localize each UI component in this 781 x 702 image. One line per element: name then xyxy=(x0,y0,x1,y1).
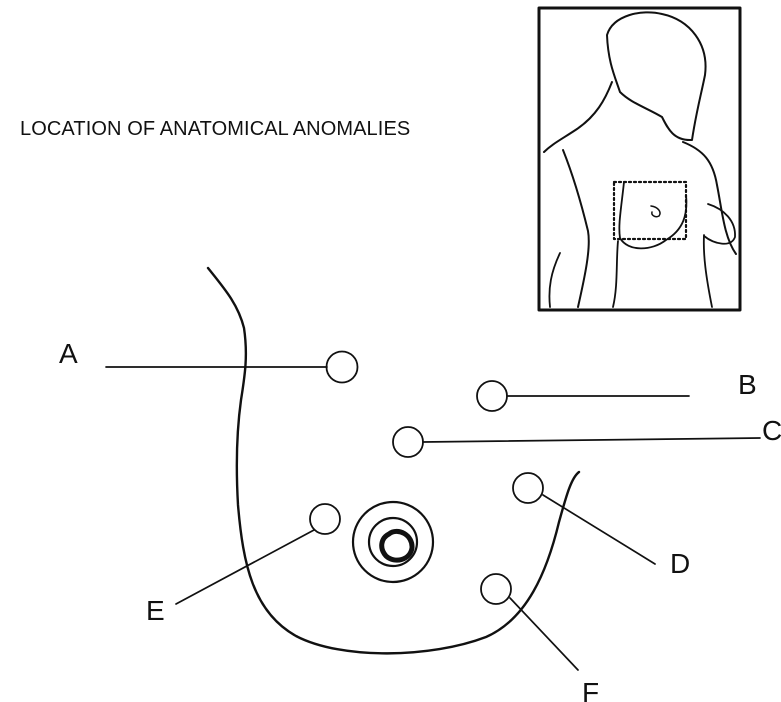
inset-nipple xyxy=(651,206,660,217)
label-c: C xyxy=(762,417,781,445)
label-f: F xyxy=(582,679,599,702)
main-breast-diagram xyxy=(106,268,760,670)
leader-line-e xyxy=(176,530,314,604)
inset-left-arm xyxy=(563,150,589,307)
inset-torso-right xyxy=(704,235,712,307)
anomaly-marker-f xyxy=(481,574,511,604)
leader-line-c xyxy=(423,438,760,442)
label-b: B xyxy=(738,371,757,399)
areola-outer-ring xyxy=(353,502,433,582)
nipple xyxy=(382,531,412,560)
inset-hair-and-head xyxy=(607,12,706,140)
inset-right-shoulder xyxy=(683,142,736,254)
leader-line-d xyxy=(543,495,655,564)
label-d: D xyxy=(670,550,690,578)
anomaly-marker-d xyxy=(513,473,543,503)
breast-outline xyxy=(208,268,579,653)
anomaly-marker-b xyxy=(477,381,507,411)
leader-line-f xyxy=(510,598,578,670)
inset-frame xyxy=(539,8,740,310)
inset-torso-left xyxy=(613,241,618,307)
inset-figure xyxy=(539,8,740,310)
anomaly-marker-c xyxy=(393,427,423,457)
inset-highlight-box xyxy=(614,182,686,239)
label-e: E xyxy=(146,597,165,625)
inset-side-breast xyxy=(704,204,735,244)
label-a: A xyxy=(59,340,78,368)
anomaly-marker-a xyxy=(327,352,358,383)
inset-arm-lower xyxy=(549,253,560,307)
inset-left-shoulder xyxy=(544,82,612,152)
